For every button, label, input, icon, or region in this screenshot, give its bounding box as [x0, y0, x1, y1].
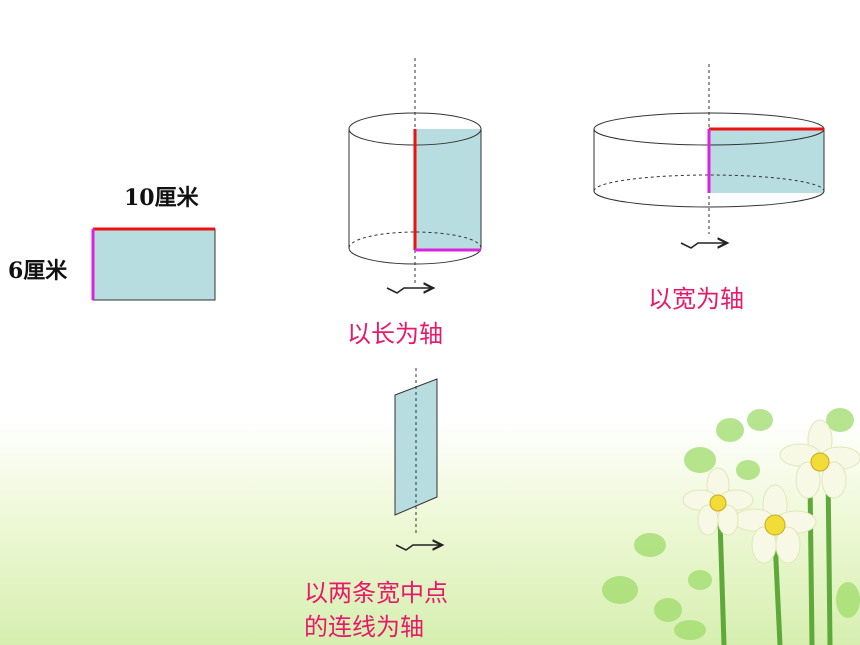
rotation-arrow-icon	[680, 243, 727, 249]
rotating-rectangle	[415, 129, 481, 250]
daffodil-flowers-decoration	[602, 408, 860, 645]
cylinder-length-axis	[348, 58, 482, 294]
caption-length-axis: 以长为轴	[347, 320, 443, 348]
length-dimension-label: 10厘米	[124, 185, 199, 211]
caption-width-axis: 以宽为轴	[648, 285, 744, 313]
rectangle-body	[92, 228, 216, 301]
width-dimension-label: 6厘米	[8, 258, 68, 284]
source-rectangle	[91, 227, 216, 301]
midline-rotation	[394, 368, 442, 551]
cylinder-bottom-front	[348, 247, 482, 265]
rotation-arrow-icon	[386, 288, 433, 294]
rotation-arrow-icon	[395, 545, 442, 551]
rotating-rectangle	[709, 129, 824, 193]
cylinder-width-axis	[593, 64, 825, 249]
cylinder-bottom-front	[593, 190, 825, 208]
caption-midline-axis-line1: 以两条宽中点	[304, 579, 448, 607]
caption-midline-axis-line2: 的连线为轴	[304, 613, 424, 641]
